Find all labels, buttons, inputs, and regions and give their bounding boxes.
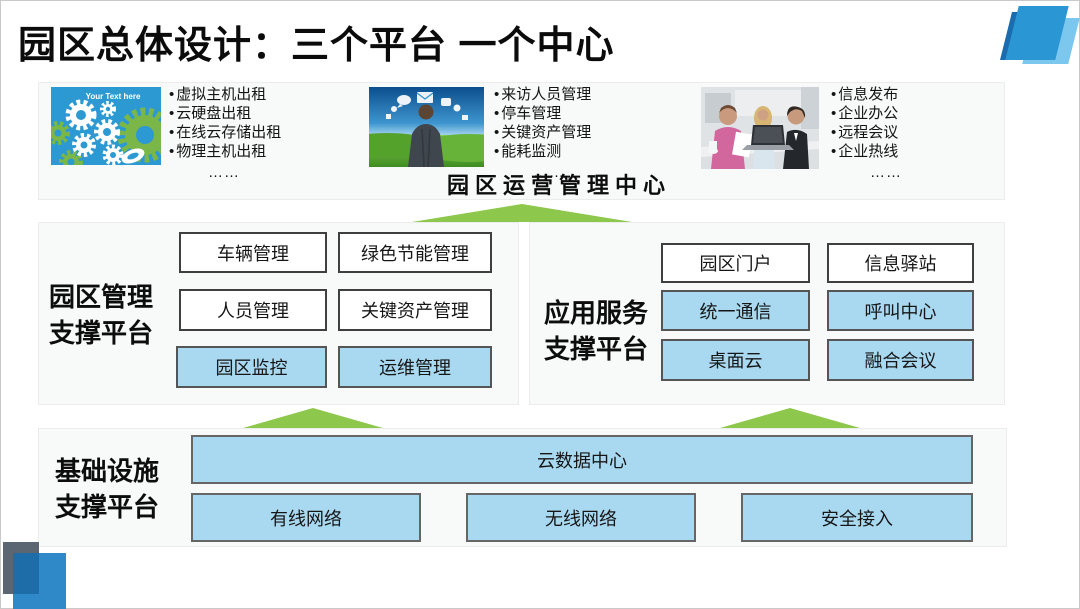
image-caption: Your Text here	[86, 92, 141, 101]
list-item: 停车管理	[494, 104, 604, 123]
park-mgmt-label: 园区管理 支撑平台	[49, 279, 153, 351]
person-body	[408, 124, 444, 167]
unified-communication-box: 统一通信	[661, 290, 810, 331]
cloud-datacenter-box: 云数据中心	[191, 435, 973, 484]
person-right	[783, 106, 809, 169]
ellipsis-more: ……	[870, 164, 902, 181]
app-service-platform-panel: 应用服务 支撑平台 园区门户 信息驿站 统一通信 呼叫中心 桌面云 融合会议	[529, 222, 1005, 405]
personnel-management-box: 人员管理	[179, 289, 327, 331]
infrastructure-platform-panel: 基础设施 支撑平台 云数据中心 有线网络 无线网络 安全接入	[38, 428, 1007, 547]
list-item: 云硬盘出租	[169, 104, 281, 123]
gears-cloud-image: Your Text here	[51, 87, 161, 165]
person-sky-image	[369, 87, 484, 167]
office-meeting-image	[701, 87, 819, 169]
call-center-box: 呼叫中心	[827, 290, 974, 331]
person-head	[418, 104, 434, 120]
label-line: 园区管理	[49, 282, 154, 312]
park-monitoring-box: 园区监控	[176, 346, 327, 388]
up-arrow-right	[720, 408, 860, 428]
operation-center-panel: Your Text here 虚拟主机出租 云硬盘出租 在线云存储出租 物理主机…	[38, 82, 1005, 200]
label-line: 应用服务	[544, 298, 649, 328]
app-service-label: 应用服务 支撑平台	[544, 295, 648, 367]
list-item: 企业办公	[831, 104, 941, 123]
list-item: 远程会议	[831, 123, 941, 142]
operation-mgmt-list: 来访人员管理 停车管理 关键资产管理 能耗监测 ……	[494, 85, 604, 182]
infrastructure-label: 基础设施 支撑平台	[55, 453, 159, 525]
list-item: 虚拟主机出租	[169, 85, 281, 104]
operation-center-title: 园区运营管理中心	[446, 173, 671, 198]
park-portal-box: 园区门户	[661, 243, 810, 283]
floating-icons	[386, 92, 468, 120]
list-item: 能耗监测	[494, 142, 604, 161]
park-management-platform-panel: 园区管理 支撑平台 车辆管理 绿色节能管理 人员管理 关键资产管理 园区监控 运…	[38, 222, 519, 405]
label-line: 支撑平台	[49, 318, 154, 348]
list-item: 物理主机出租	[169, 142, 281, 161]
ellipsis-more: ……	[533, 164, 565, 181]
cloud-rental-list: 虚拟主机出租 云硬盘出租 在线云存储出租 物理主机出租 ……	[169, 85, 281, 182]
list-item: 关键资产管理	[494, 123, 604, 142]
person-left	[711, 105, 753, 169]
label-line: 基础设施	[55, 456, 160, 486]
converged-meeting-box: 融合会议	[827, 339, 974, 381]
label-line: 支撑平台	[544, 334, 649, 364]
corner-square-overlap	[13, 553, 39, 594]
info-station-box: 信息驿站	[827, 243, 974, 283]
list-item: 信息发布	[831, 85, 941, 104]
secure-access-box: 安全接入	[741, 493, 973, 542]
enterprise-service-list: 信息发布 企业办公 远程会议 企业热线 ……	[831, 85, 941, 182]
laptop	[742, 125, 794, 150]
om-management-box: 运维管理	[338, 346, 492, 388]
list-item: 来访人员管理	[494, 85, 604, 104]
desktop-cloud-box: 桌面云	[661, 339, 810, 381]
key-asset-management-box: 关键资产管理	[338, 289, 492, 331]
wireless-network-box: 无线网络	[466, 493, 696, 542]
list-item: 在线云存储出租	[169, 123, 281, 142]
ellipsis-more: ……	[208, 164, 240, 181]
green-energy-management-box: 绿色节能管理	[338, 232, 492, 273]
page-title: 园区总体设计：三个平台 一个中心	[18, 25, 615, 67]
up-arrow-left	[243, 408, 383, 428]
list-item: 企业热线	[831, 142, 941, 161]
wired-network-box: 有线网络	[191, 493, 421, 542]
label-line: 支撑平台	[55, 492, 160, 522]
vehicle-management-box: 车辆管理	[179, 232, 327, 273]
gear-shape	[117, 107, 161, 163]
up-arrow-center	[412, 204, 632, 222]
